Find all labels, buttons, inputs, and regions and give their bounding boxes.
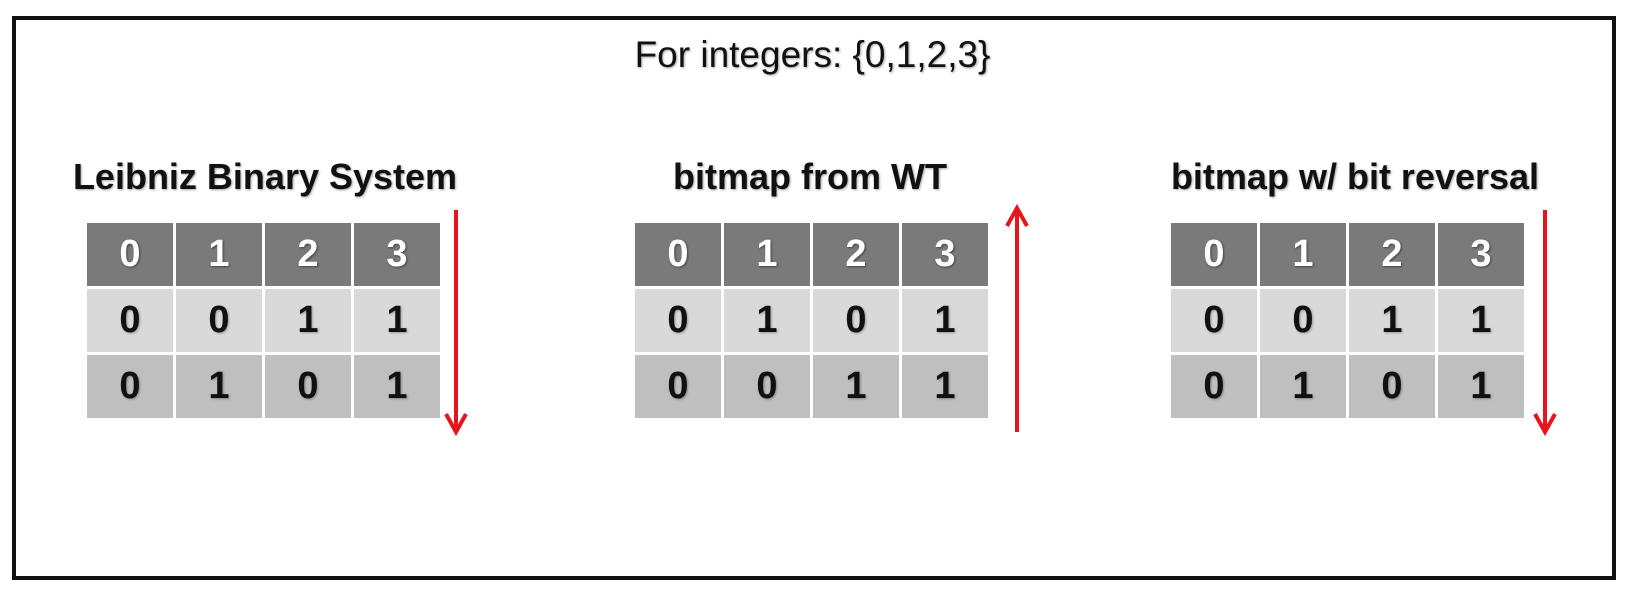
bit-cell: 1 <box>1260 355 1346 418</box>
bit-cell: 0 <box>1349 355 1435 418</box>
bit-cell: 0 <box>176 289 262 352</box>
bit-cell: 1 <box>265 289 351 352</box>
bit-cell: 0 <box>1171 289 1257 352</box>
header-cell: 3 <box>1438 223 1524 286</box>
bit-cell: 1 <box>354 355 440 418</box>
panel-title-bit-reversal: bitmap w/ bit reversal <box>1170 156 1540 197</box>
bit-table-bit-reversal: 0 1 2 3 0 0 1 1 0 1 0 1 <box>1168 220 1527 421</box>
bit-cell: 1 <box>724 289 810 352</box>
table-header-row: 0 1 2 3 <box>1171 223 1524 286</box>
bit-cell: 0 <box>87 355 173 418</box>
table-row: 0 0 1 1 <box>1171 289 1524 352</box>
arrow-down-icon <box>444 210 468 437</box>
bit-cell: 1 <box>902 355 988 418</box>
table-row: 0 1 0 1 <box>635 289 988 352</box>
bit-cell: 1 <box>354 289 440 352</box>
bit-cell: 1 <box>1349 289 1435 352</box>
table-row: 0 1 0 1 <box>87 355 440 418</box>
bit-cell: 0 <box>87 289 173 352</box>
header-cell: 3 <box>354 223 440 286</box>
bit-cell: 1 <box>1438 289 1524 352</box>
header-cell: 0 <box>635 223 721 286</box>
bit-cell: 0 <box>265 355 351 418</box>
bit-cell: 0 <box>1171 355 1257 418</box>
header-cell: 1 <box>724 223 810 286</box>
arrow-down-icon <box>1533 210 1557 437</box>
bit-cell: 1 <box>176 355 262 418</box>
table-header-row: 0 1 2 3 <box>635 223 988 286</box>
bit-cell: 1 <box>813 355 899 418</box>
panel-title-bitmap-wt: bitmap from WT <box>673 156 947 197</box>
table-header-row: 0 1 2 3 <box>87 223 440 286</box>
bit-cell: 0 <box>1260 289 1346 352</box>
table-row: 0 0 1 1 <box>635 355 988 418</box>
panel-title-leibniz: Leibniz Binary System <box>72 156 458 197</box>
bit-cell: 0 <box>635 289 721 352</box>
bit-cell: 0 <box>724 355 810 418</box>
arrow-up-icon <box>1005 204 1029 432</box>
table-row: 0 1 0 1 <box>1171 355 1524 418</box>
bit-table-leibniz: 0 1 2 3 0 0 1 1 0 1 0 1 <box>84 220 443 421</box>
bit-cell: 1 <box>1438 355 1524 418</box>
header-cell: 3 <box>902 223 988 286</box>
header-cell: 2 <box>265 223 351 286</box>
header-cell: 2 <box>1349 223 1435 286</box>
bit-table-bitmap-wt: 0 1 2 3 0 1 0 1 0 0 1 1 <box>632 220 991 421</box>
header-cell: 0 <box>87 223 173 286</box>
header-cell: 1 <box>1260 223 1346 286</box>
bit-cell: 0 <box>813 289 899 352</box>
diagram-title: For integers: {0,1,2,3} <box>634 34 991 75</box>
bit-cell: 0 <box>635 355 721 418</box>
header-cell: 2 <box>813 223 899 286</box>
header-cell: 1 <box>176 223 262 286</box>
table-row: 0 0 1 1 <box>87 289 440 352</box>
bit-cell: 1 <box>902 289 988 352</box>
header-cell: 0 <box>1171 223 1257 286</box>
